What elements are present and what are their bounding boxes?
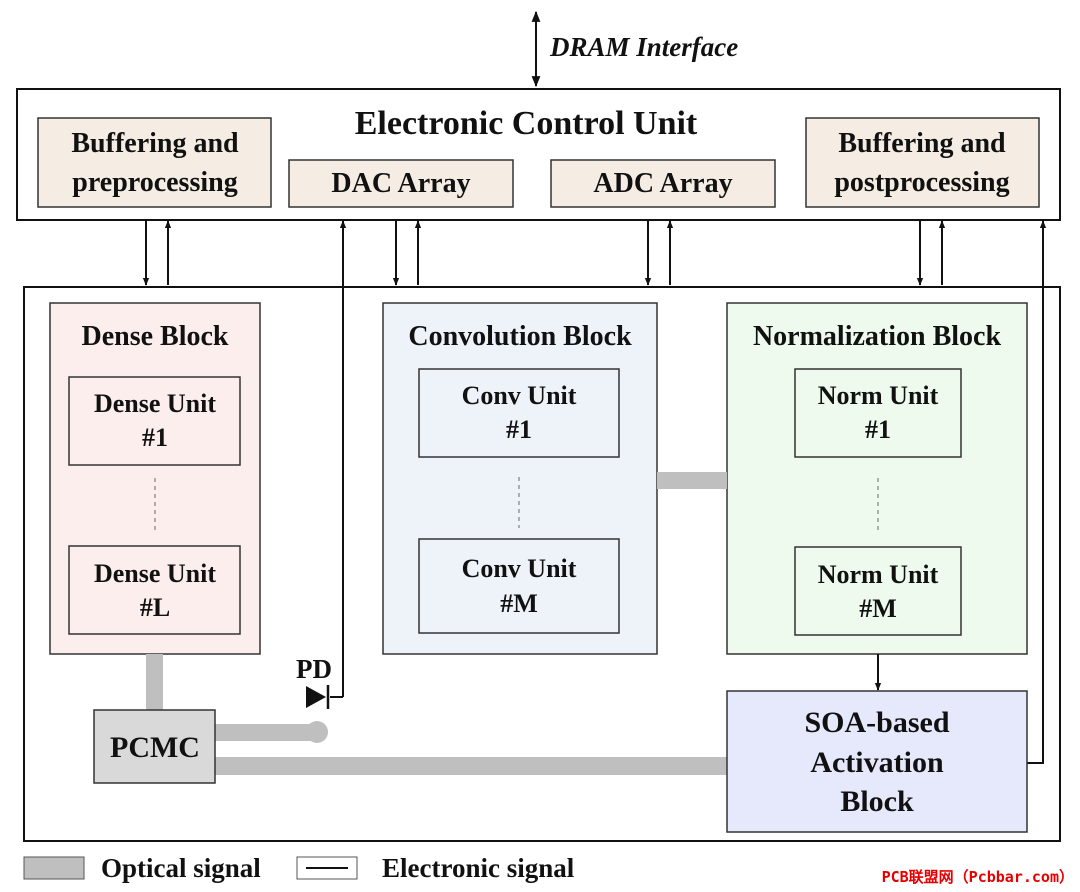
norm-unit-last-line1: Norm Unit bbox=[818, 560, 939, 589]
dense-unit-last-line1: Dense Unit bbox=[94, 559, 216, 588]
dense-unit-first bbox=[68, 376, 241, 466]
legend-electronic-label: Electronic signal bbox=[382, 853, 575, 883]
norm-unit-last bbox=[794, 546, 962, 636]
optical-dense-pcmc bbox=[146, 654, 163, 710]
optical-conv-norm bbox=[657, 472, 727, 489]
buffer-post-line1: Buffering and bbox=[838, 128, 1006, 159]
pcmc-box bbox=[93, 709, 216, 784]
legend-optical-label: Optical signal bbox=[101, 853, 261, 883]
optical-pcmc-pd bbox=[215, 724, 317, 741]
adc-array-label: ADC Array bbox=[593, 168, 732, 199]
conv-unit-first-line1: Conv Unit bbox=[462, 381, 577, 410]
dense-unit-last bbox=[68, 545, 241, 635]
optical-pd-terminal bbox=[306, 721, 328, 743]
buffer-pre-line1: Buffering and bbox=[71, 128, 239, 159]
pd-diode-icon bbox=[306, 686, 326, 708]
dense-unit-first-line1: Dense Unit bbox=[94, 389, 216, 418]
pd-label: PD bbox=[296, 654, 332, 684]
dense-unit-last-line2: #L bbox=[140, 593, 170, 622]
norm-unit-first bbox=[794, 368, 962, 458]
soa-line1: SOA-based bbox=[804, 706, 949, 739]
norm-unit-last-line2: #M bbox=[859, 594, 897, 623]
dense-unit-first-line2: #1 bbox=[142, 423, 168, 452]
legend-optical-swatch bbox=[23, 856, 85, 880]
ecu-title: Electronic Control Unit bbox=[355, 105, 698, 142]
watermark: PCB联盟网（Pcbbar.com） bbox=[882, 868, 1074, 886]
adc-array-box bbox=[550, 159, 776, 208]
dense-block-title: Dense Block bbox=[82, 321, 229, 352]
dac-array-label: DAC Array bbox=[331, 168, 470, 199]
soa-activation-block bbox=[726, 690, 1028, 833]
conv-unit-first-line2: #1 bbox=[506, 415, 532, 444]
dram-interface-label: DRAM Interface bbox=[549, 32, 738, 62]
buffer-pre-box bbox=[37, 117, 272, 208]
conv-block-title: Convolution Block bbox=[408, 321, 632, 352]
dac-array-box bbox=[288, 159, 514, 208]
norm-unit-first-line2: #1 bbox=[865, 415, 891, 444]
norm-block-title: Normalization Block bbox=[753, 321, 1002, 352]
soa-line3: Block bbox=[840, 785, 914, 818]
buffer-post-box bbox=[805, 117, 1040, 208]
norm-unit-first-line1: Norm Unit bbox=[818, 381, 939, 410]
buffer-post-line2: postprocessing bbox=[834, 167, 1009, 198]
soa-line2: Activation bbox=[810, 746, 944, 779]
conv-unit-last-line1: Conv Unit bbox=[462, 554, 577, 583]
conv-unit-last-line2: #M bbox=[500, 589, 538, 618]
soa-to-postprocessing-arrow bbox=[1027, 220, 1047, 764]
buffer-pre-line2: preprocessing bbox=[72, 167, 237, 198]
optical-pcmc-soa bbox=[215, 757, 728, 775]
conv-unit-last bbox=[418, 538, 620, 634]
pcmc-label: PCMC bbox=[110, 731, 200, 764]
conv-unit-first bbox=[418, 368, 620, 458]
